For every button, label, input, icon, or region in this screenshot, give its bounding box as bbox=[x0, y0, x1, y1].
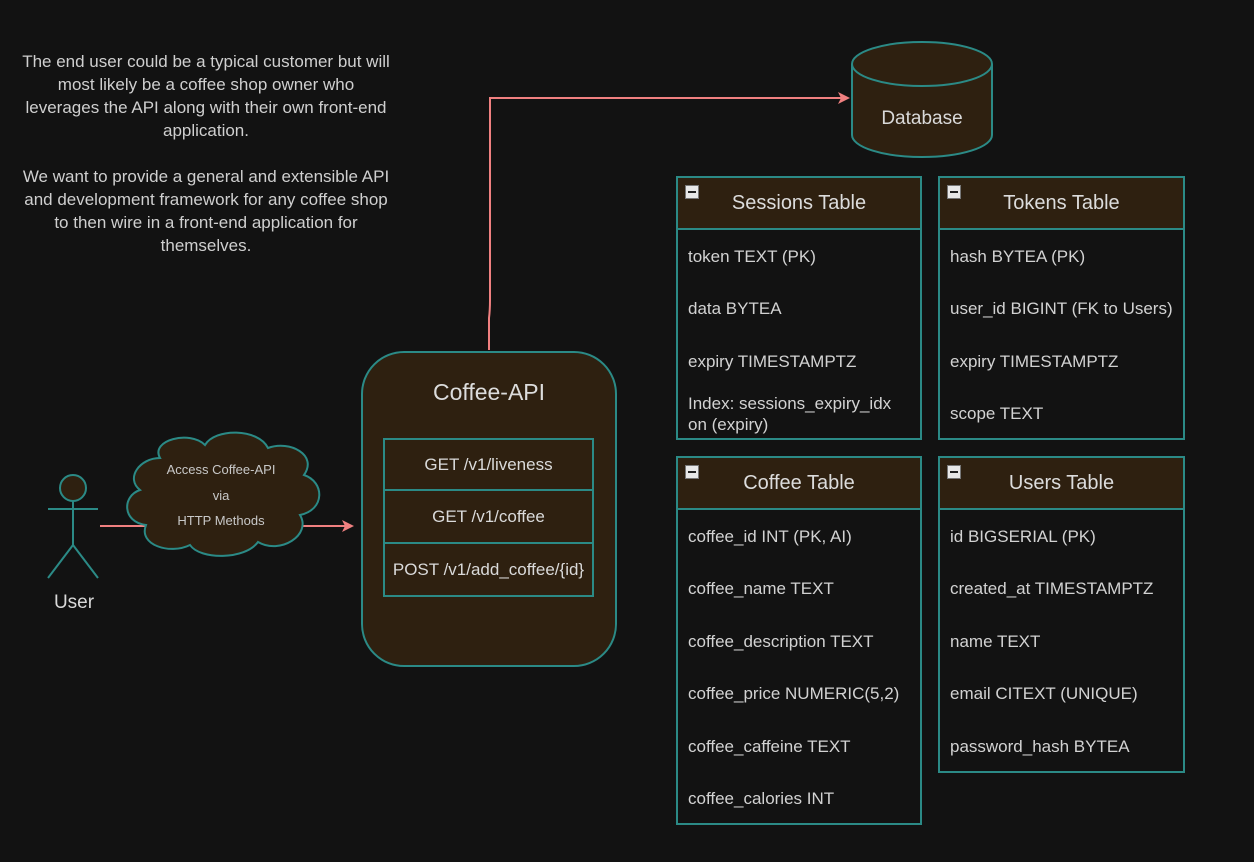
table-field[interactable]: coffee_calories INT bbox=[688, 789, 835, 809]
user-label: User bbox=[53, 592, 95, 613]
user-stick-figure-icon[interactable] bbox=[47, 474, 99, 579]
users-table[interactable]: Users Table id BIGSERIAL (PK) created_at… bbox=[938, 456, 1185, 773]
cloud-line: Access Coffee-API bbox=[166, 462, 276, 477]
table-field[interactable]: hash BYTEA (PK) bbox=[950, 246, 1086, 266]
endpoint-coffee[interactable]: GET /v1/coffee bbox=[383, 491, 594, 544]
table-field[interactable]: created_at TIMESTAMPTZ bbox=[950, 579, 1154, 599]
coffee-table-title: Coffee Table bbox=[743, 471, 855, 494]
table-field[interactable]: email CITEXT (UNIQUE) bbox=[950, 684, 1138, 704]
tokens-table[interactable]: Tokens Table hash BYTEA (PK) user_id BIG… bbox=[938, 176, 1185, 440]
cloud-icon[interactable] bbox=[126, 431, 321, 557]
table-field[interactable]: user_id BIGINT (FK to Users) bbox=[950, 299, 1173, 319]
table-field[interactable]: coffee_description TEXT bbox=[688, 631, 874, 651]
table-field[interactable]: coffee_caffeine TEXT bbox=[688, 736, 851, 756]
tokens-table-header[interactable]: Tokens Table bbox=[940, 178, 1183, 230]
endpoint-add-coffee[interactable]: POST /v1/add_coffee/{id} bbox=[383, 544, 594, 597]
table-field[interactable]: coffee_price NUMERIC(5,2) bbox=[688, 684, 900, 704]
table-field[interactable]: token TEXT (PK) bbox=[688, 246, 816, 266]
cloud-line: HTTP Methods bbox=[177, 513, 265, 528]
table-field[interactable]: Index: sessions_expiry_idx on (expiry) bbox=[688, 393, 892, 434]
collapse-minus-icon[interactable] bbox=[685, 465, 699, 479]
collapse-minus-icon[interactable] bbox=[947, 185, 961, 199]
api-to-database-connector[interactable] bbox=[488, 92, 850, 350]
endpoint-list: GET /v1/liveness GET /v1/coffee POST /v1… bbox=[383, 438, 594, 597]
users-table-header[interactable]: Users Table bbox=[940, 458, 1183, 510]
collapse-minus-icon[interactable] bbox=[947, 465, 961, 479]
description-note: The end user could be a typical customer… bbox=[20, 50, 392, 257]
coffee-api-title: Coffee-API bbox=[432, 379, 546, 405]
table-field[interactable]: name TEXT bbox=[950, 631, 1041, 651]
tokens-table-title: Tokens Table bbox=[1003, 191, 1120, 214]
table-field[interactable]: id BIGSERIAL (PK) bbox=[950, 526, 1096, 546]
table-field[interactable]: data BYTEA bbox=[688, 299, 782, 319]
table-field[interactable]: coffee_id INT (PK, AI) bbox=[688, 526, 852, 546]
table-field[interactable]: coffee_name TEXT bbox=[688, 579, 834, 599]
sessions-table-header[interactable]: Sessions Table bbox=[678, 178, 920, 230]
table-field[interactable]: expiry TIMESTAMPTZ bbox=[950, 351, 1119, 371]
database-cylinder-icon[interactable] bbox=[851, 41, 993, 158]
note-paragraph-1: The end user could be a typical customer… bbox=[22, 52, 390, 140]
coffee-table-header[interactable]: Coffee Table bbox=[678, 458, 920, 510]
collapse-minus-icon[interactable] bbox=[685, 185, 699, 199]
sessions-table[interactable]: Sessions Table token TEXT (PK) data BYTE… bbox=[676, 176, 922, 440]
cloud-label: Access Coffee-API via HTTP Methods bbox=[140, 457, 302, 534]
cloud-line: via bbox=[212, 487, 230, 503]
sessions-table-title: Sessions Table bbox=[731, 191, 867, 214]
endpoint-liveness[interactable]: GET /v1/liveness bbox=[383, 438, 594, 491]
database-label: Database bbox=[881, 108, 963, 129]
users-table-title: Users Table bbox=[1008, 471, 1115, 494]
table-field[interactable]: scope TEXT bbox=[950, 404, 1044, 424]
note-paragraph-2: We want to provide a general and extensi… bbox=[22, 167, 390, 255]
table-field[interactable]: password_hash BYTEA bbox=[950, 736, 1130, 756]
coffee-table[interactable]: Coffee Table coffee_id INT (PK, AI) coff… bbox=[676, 456, 922, 825]
table-field[interactable]: expiry TIMESTAMPTZ bbox=[688, 351, 857, 371]
